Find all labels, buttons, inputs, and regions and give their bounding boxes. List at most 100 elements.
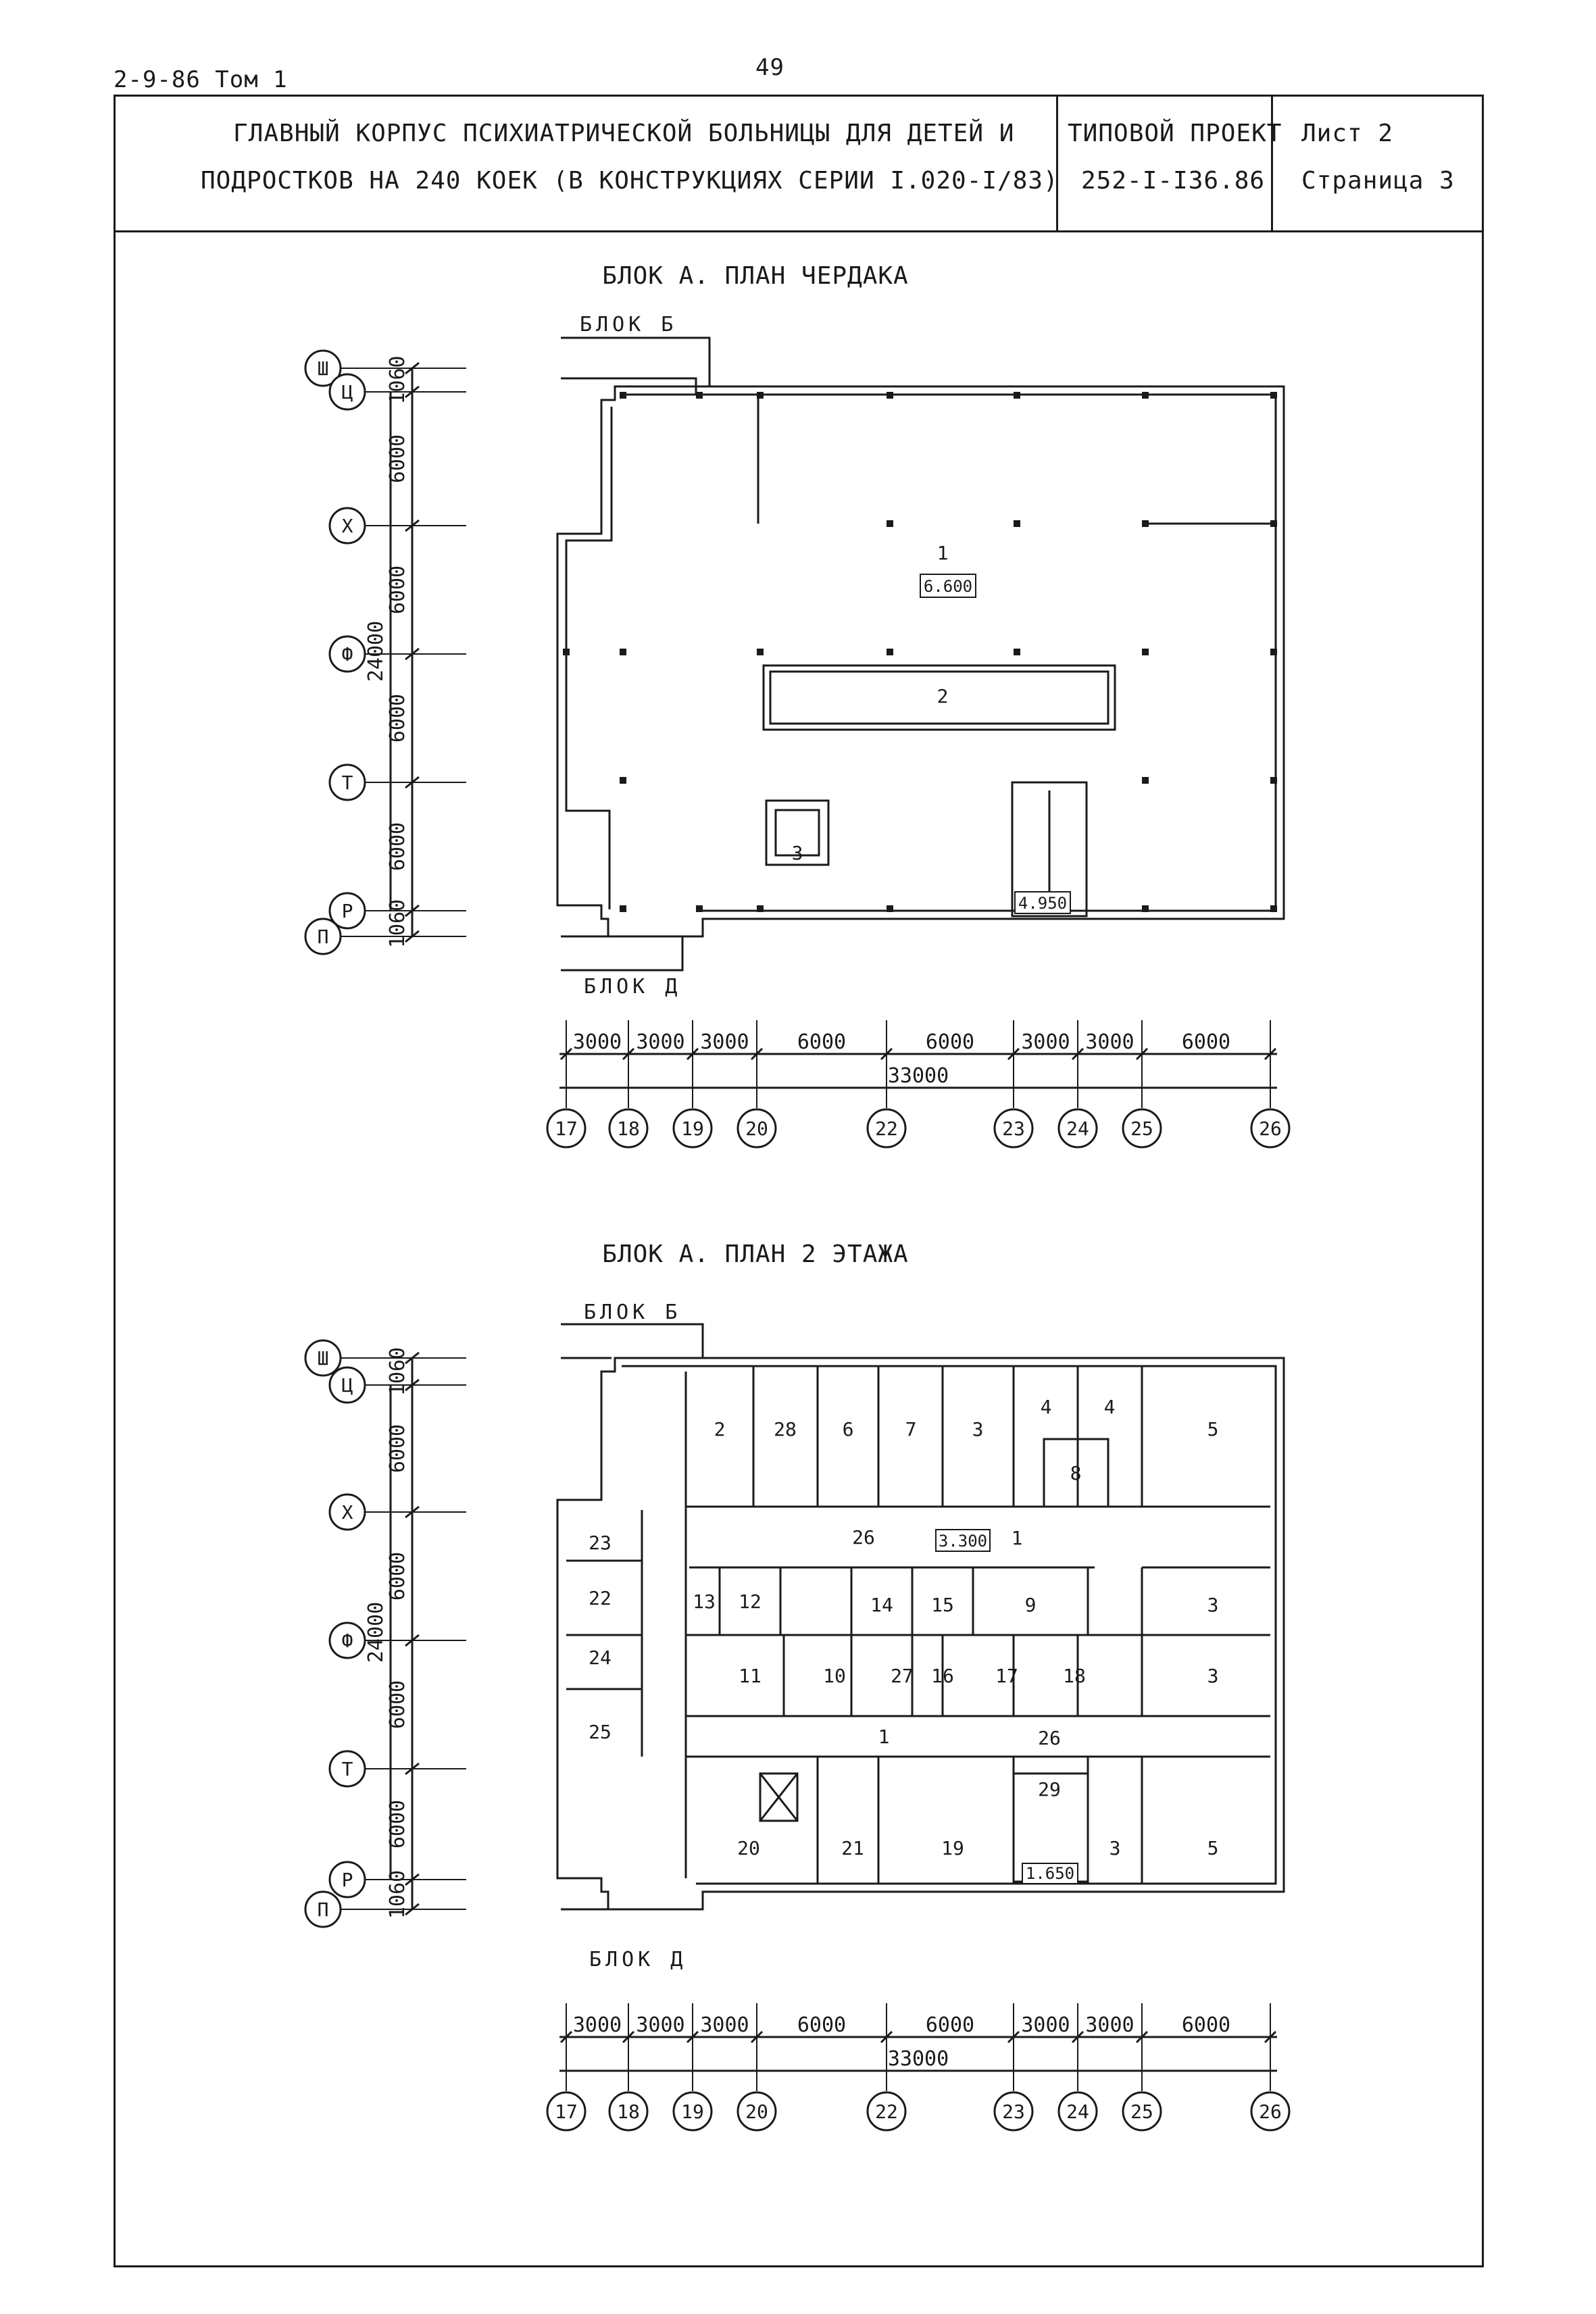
floor2-col-label: 26 [1259,2101,1282,2123]
attic-room-3 [765,799,830,866]
floor2-row-dim: 6000 [386,1552,409,1601]
floor2-stair-elevation-box [1022,1863,1078,1884]
floor2-elevation-main: 3.300 [939,1532,987,1551]
floor2-col-dim: 6000 [1182,2013,1230,2037]
attic-col-dim: 3000 [700,1030,749,1054]
floor2-room-label-1b: 1 [878,1726,890,1748]
floor2-elevator [759,1772,799,1822]
floor2-block-top: БЛОК Б [584,1301,681,1324]
attic-row-bubble [328,373,366,411]
attic-row-tick [405,776,420,789]
attic-col-bubble [672,1108,713,1149]
attic-col-tick [686,1047,699,1061]
floor2-col-total: 33000 [888,2047,949,2071]
floor2-room-label-22: 22 [589,1587,612,1609]
floor2-row-label: Р [342,1869,353,1891]
floor2-col-dim: 6000 [926,2013,974,2037]
attic-row-bubble [328,635,366,673]
floor2-room-label-5a: 5 [1207,1418,1219,1440]
attic-col-dim: 6000 [926,1030,974,1054]
attic-row-bubble [328,507,366,545]
attic-col-dim: 6000 [797,1030,846,1054]
floor2-room-label-27: 27 [891,1665,914,1687]
floor2-col-tick [750,2030,764,2044]
floor2-row-bubble [328,1621,366,1659]
attic-row-bubble [304,349,342,387]
floor2-col-label: 23 [1002,2101,1025,2123]
floor2-row-dim: 6000 [386,1800,409,1848]
drawing-frame [114,232,1484,2267]
attic-col-label: 23 [1002,1117,1025,1140]
attic-col-bubble [866,1108,907,1149]
title-line-2: ПОДРОСТКОВ НА 240 КОЕК (В КОНСТРУКЦИЯХ С… [201,167,1059,195]
floor2-col-label: 25 [1130,2101,1153,2123]
attic-col-label: 26 [1259,1117,1282,1140]
floor2-room-label-21: 21 [841,1837,864,1859]
floor2-col-tick [686,2030,699,2044]
attic-col-bubble [737,1108,777,1149]
floor2-col-dim: 3000 [636,2013,684,2037]
floor2-room-label-1a: 1 [1012,1527,1023,1549]
sheet-cell: Лист 2 Страница 3 [1273,97,1484,230]
page-number: 49 [755,54,784,81]
attic-col-bubble [608,1108,649,1149]
floor2-room-label-20: 20 [737,1837,760,1859]
attic-elevation-stair: 4.950 [1018,894,1067,913]
attic-row-label: Ш [318,357,329,380]
attic-plan-title: БЛОК А. ПЛАН ЧЕРДАКА [602,262,909,290]
attic-block-bottom: БЛОК Д [584,975,681,999]
floor2-col-bubble [1122,2091,1162,2132]
attic-col-bubble [1122,1108,1162,1149]
attic-elevation-main: 6.600 [924,577,972,596]
floor2-room-label-10: 10 [823,1665,846,1687]
floor2-col-label: 20 [745,2101,768,2123]
floor2-room-label-9: 9 [1025,1594,1037,1616]
floor2-room-label-14: 14 [870,1594,893,1616]
floor2-room-label-11: 11 [739,1665,762,1687]
project-cell: ТИПОВОЙ ПРОЕКТ 252-I-I36.86 [1058,97,1281,230]
floor2-elevation-box [935,1529,991,1552]
attic-row-tick [405,647,420,661]
attic-row-dim: 1060 [386,355,409,404]
floor2-room-label-3b: 3 [1207,1594,1219,1616]
floor2-room-label-6: 6 [843,1418,854,1440]
attic-row-dim: 6000 [386,434,409,483]
attic-col-label: 20 [745,1117,768,1140]
series-code: 2-9-86 Том 1 [114,66,288,93]
attic-row-tick [405,361,420,375]
attic-col-dim: 3000 [573,1030,622,1054]
attic-col-bubble [1057,1108,1098,1149]
floor2-room-label-28: 28 [774,1418,797,1440]
attic-col-bubble [546,1108,587,1149]
attic-row-tick [405,930,420,943]
floor2-room-label-5b: 5 [1207,1837,1219,1859]
attic-row-label: Х [342,515,353,537]
attic-col-label: 19 [681,1117,704,1140]
title-cell: ГЛАВНЫЙ КОРПУС ПСИХИАТРИЧЕСКОЙ БОЛЬНИЦЫ … [116,97,1058,230]
floor2-col-label: 22 [875,2101,898,2123]
floor2-row-dim: 1060 [386,1870,409,1919]
attic-col-label: 24 [1066,1117,1089,1140]
attic-col-dim: 6000 [1182,1030,1230,1054]
page-label: Страница 3 [1301,167,1455,195]
floor2-block-bottom: БЛОК Д [589,1948,687,1971]
floor2-col-bubble [608,2091,649,2132]
attic-row-bubble [328,892,366,930]
floor2-room-label-26a: 26 [852,1526,875,1549]
floor2-col-tick [622,2030,635,2044]
floor2-col-label: 18 [617,2101,640,2123]
floor2-room-label-19: 19 [941,1837,964,1859]
attic-row-dim: 6000 [386,565,409,614]
floor2-room-label-18: 18 [1063,1665,1086,1687]
attic-row-tick [405,904,420,917]
floor2-col-bubble [1250,2091,1291,2132]
project-code: 252-I-I36.86 [1081,167,1266,195]
attic-stair [1011,781,1088,917]
floor2-row-tick [405,1505,420,1519]
attic-col-label: 18 [617,1117,640,1140]
title-block: ГЛАВНЫЙ КОРПУС ПСИХИАТРИЧЕСКОЙ БОЛЬНИЦЫ … [114,95,1484,232]
attic-row-bubble [328,763,366,801]
floor2-col-dim: 3000 [1085,2013,1134,2037]
attic-row-label: Ц [342,381,353,403]
